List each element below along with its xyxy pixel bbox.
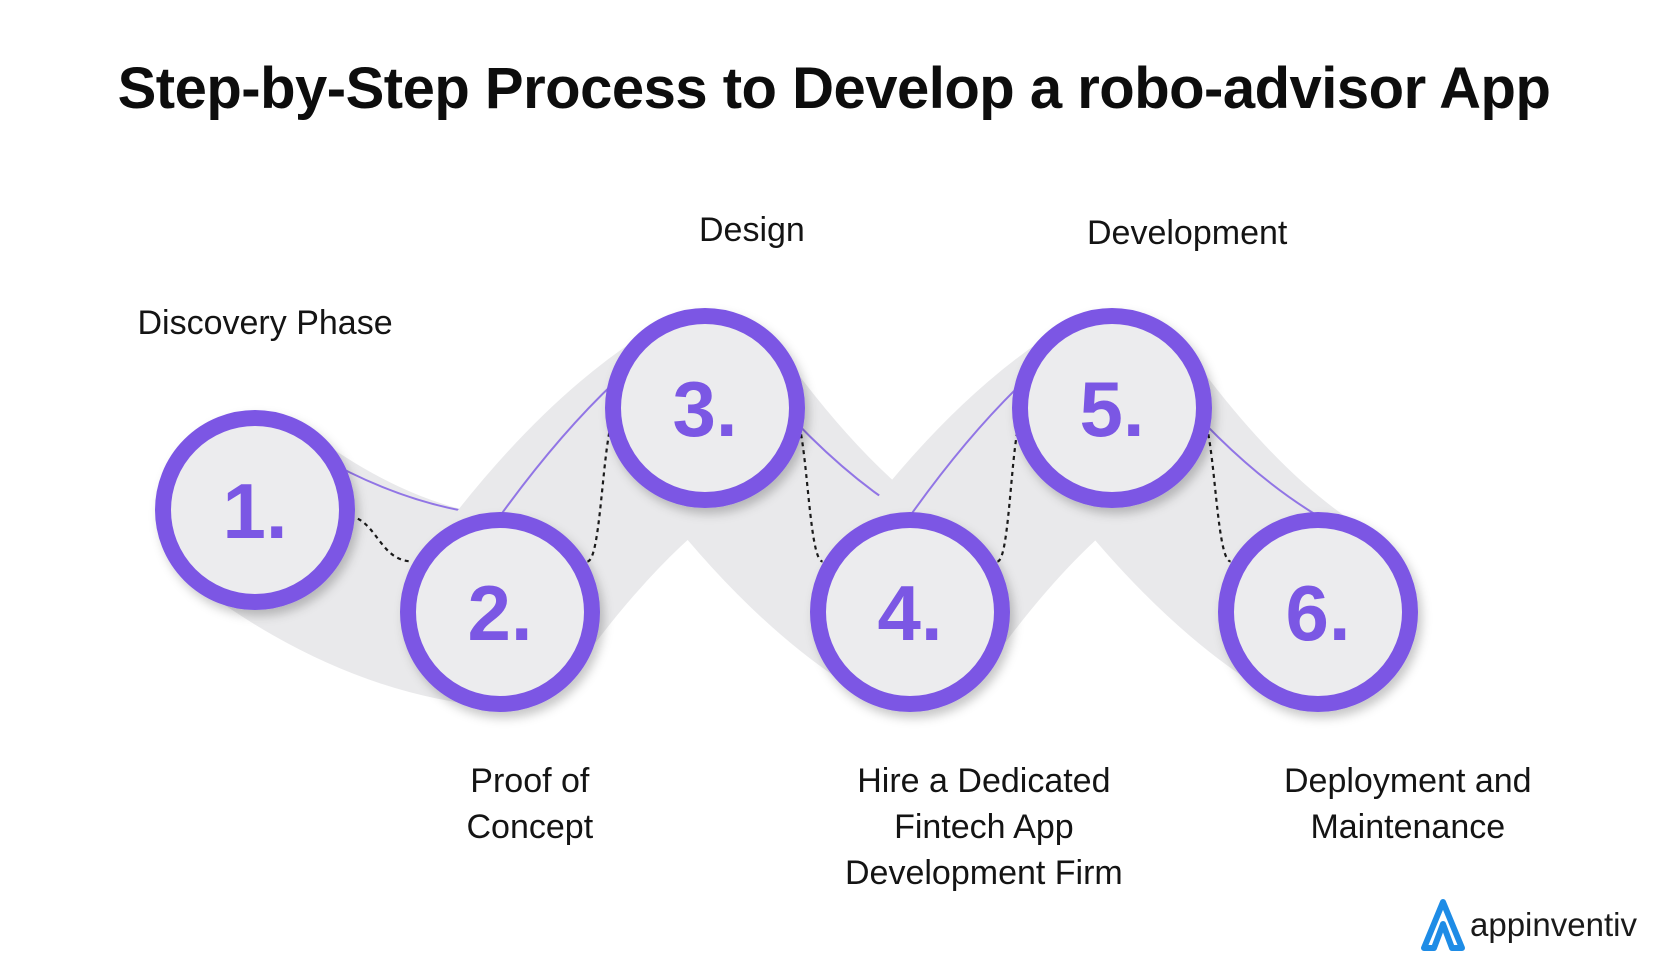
step-circle bbox=[1218, 512, 1418, 712]
page-title: Step-by-Step Process to Develop a robo-a… bbox=[117, 56, 1551, 121]
step-number: 2. bbox=[467, 569, 532, 657]
step-2: 2. bbox=[400, 512, 600, 712]
step-circle bbox=[810, 512, 1010, 712]
step-5: 5. bbox=[1012, 308, 1212, 508]
step-number: 1. bbox=[222, 467, 287, 555]
step-circles: 1. 2. 3. 4. 5. 6. bbox=[155, 308, 1418, 712]
step-label-3: Design bbox=[699, 211, 805, 249]
appinventiv-logo-icon bbox=[1421, 899, 1465, 951]
step-6: 6. bbox=[1218, 512, 1418, 712]
step-number: 5. bbox=[1079, 365, 1144, 453]
step-circle bbox=[605, 308, 805, 508]
brand-name: appinventiv bbox=[1470, 906, 1637, 943]
step-number: 4. bbox=[877, 569, 942, 657]
step-4: 4. bbox=[810, 512, 1010, 712]
step-label-5: Development bbox=[1087, 214, 1288, 252]
step-number: 6. bbox=[1285, 569, 1350, 657]
step-number: 3. bbox=[672, 365, 737, 453]
step-3: 3. bbox=[605, 308, 805, 508]
step-circle bbox=[155, 410, 355, 610]
brand-logo: appinventiv bbox=[1420, 895, 1637, 955]
step-1: 1. bbox=[155, 410, 355, 610]
step-label-1: Discovery Phase bbox=[137, 304, 393, 342]
step-circle bbox=[400, 512, 600, 712]
step-circle bbox=[1012, 308, 1212, 508]
